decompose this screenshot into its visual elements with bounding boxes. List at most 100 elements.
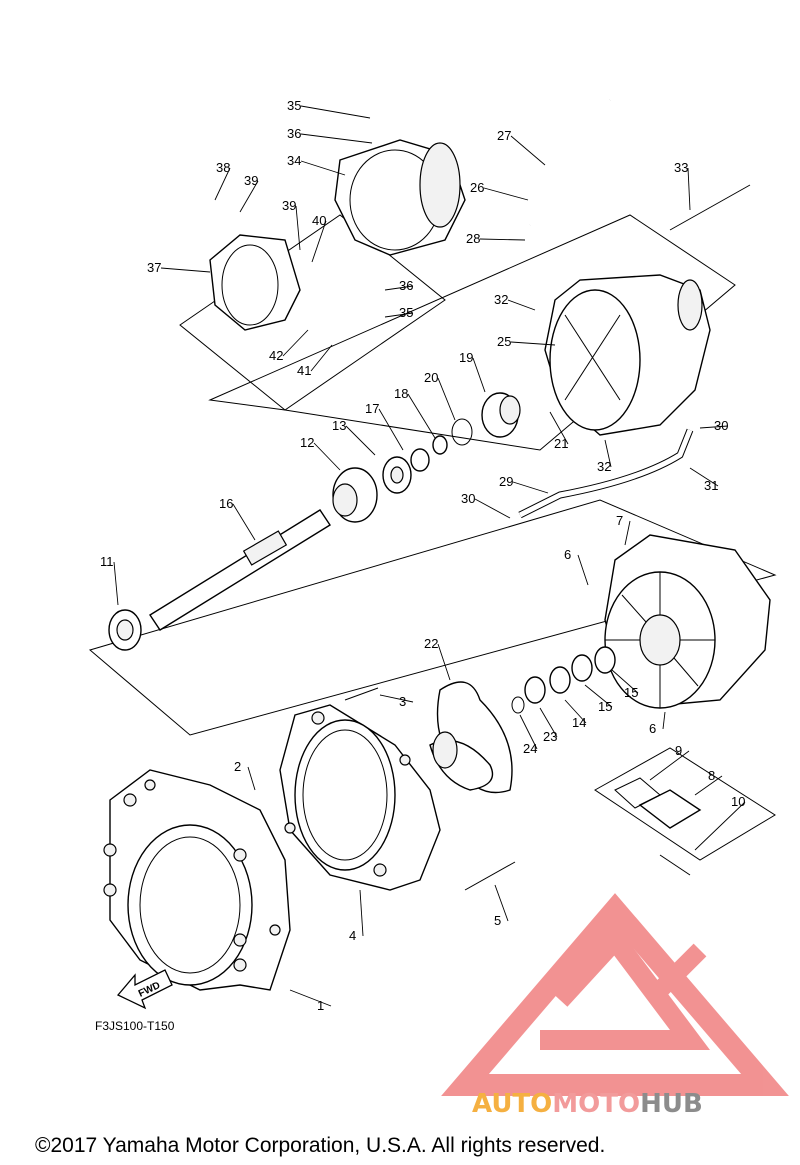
callout-number: 30 xyxy=(714,418,728,433)
callout-number: 20 xyxy=(424,370,438,385)
callout-number: 14 xyxy=(572,715,586,730)
part-impeller xyxy=(429,681,513,794)
callout-leader-line xyxy=(549,411,569,445)
callout-leader-line xyxy=(113,561,119,606)
part-bolt-3 xyxy=(344,687,379,701)
part-hose xyxy=(527,98,613,226)
callout-leader-line xyxy=(359,889,364,937)
part-jet-nozzle xyxy=(544,274,711,436)
callout-number: 7 xyxy=(616,513,623,528)
callout-number: 15 xyxy=(598,699,612,714)
part-seal-rings xyxy=(511,646,616,714)
callout-leader-line xyxy=(687,167,691,211)
part-nozzle-ring xyxy=(334,139,466,256)
part-drive-shaft xyxy=(149,509,331,631)
callout-leader-line xyxy=(160,267,211,273)
watermark-text: AUTOMOTOHUB xyxy=(472,1089,703,1119)
callout-leader-line xyxy=(584,684,613,708)
callout-leader-line xyxy=(289,989,332,1007)
callout-number: 19 xyxy=(459,350,473,365)
callout-leader-line xyxy=(384,285,414,291)
callout-number: 8 xyxy=(708,768,715,783)
callout-leader-line xyxy=(479,238,526,241)
callout-leader-line xyxy=(232,503,256,541)
callout-number: 6 xyxy=(649,721,656,736)
callout-number: 33 xyxy=(674,160,688,175)
drawing-code: F3JS100-T150 xyxy=(95,1019,175,1033)
part-rear-bracket xyxy=(209,234,301,331)
callout-leader-line xyxy=(649,750,690,781)
callout-leader-line xyxy=(483,187,529,201)
callout-number: 35 xyxy=(399,305,413,320)
callout-number: 39 xyxy=(282,198,296,213)
callout-number: 15 xyxy=(624,685,638,700)
callout-leader-line xyxy=(564,699,587,724)
callout-number: 17 xyxy=(365,401,379,416)
callout-leader-line xyxy=(295,205,301,251)
callout-leader-line xyxy=(300,105,371,119)
part-intake-housing xyxy=(103,769,291,991)
part-cap xyxy=(481,392,521,438)
callout-number: 6 xyxy=(564,547,571,562)
callout-leader-line xyxy=(510,341,556,346)
callout-number: 40 xyxy=(312,213,326,228)
part-hose-lower xyxy=(518,428,694,519)
callout-leader-line xyxy=(662,711,666,730)
callout-number: 27 xyxy=(497,128,511,143)
callout-number: 1 xyxy=(317,998,324,1013)
callout-number: 23 xyxy=(543,729,557,744)
callout-number: 31 xyxy=(704,478,718,493)
part-sleeve xyxy=(332,467,378,523)
callout-leader-line xyxy=(699,425,729,429)
callout-leader-line xyxy=(311,220,327,263)
part-cover xyxy=(614,777,702,829)
callout-number: 11 xyxy=(100,554,114,569)
callout-number: 35 xyxy=(287,98,301,113)
callout-labels: 3536343839394037363542412726283332251920… xyxy=(100,98,745,1013)
callout-leader-line xyxy=(384,312,414,318)
callout-number: 34 xyxy=(287,153,301,168)
callout-number: 2 xyxy=(234,759,241,774)
callout-leader-line xyxy=(507,299,536,311)
callout-number: 36 xyxy=(287,126,301,141)
callout-number: 3 xyxy=(399,694,406,709)
callout-number: 21 xyxy=(554,436,568,451)
callout-number: 16 xyxy=(219,496,233,511)
callout-leader-line xyxy=(604,439,612,468)
callout-leader-line xyxy=(519,714,538,750)
callout-number: 12 xyxy=(300,435,314,450)
callout-number: 9 xyxy=(675,743,682,758)
copyright-notice: ©2017 Yamaha Motor Corporation, U.S.A. A… xyxy=(35,1134,605,1157)
callout-number: 42 xyxy=(269,348,283,363)
part-long-bolt xyxy=(669,184,751,231)
callout-leader-line xyxy=(694,775,723,796)
callout-leader-line xyxy=(611,669,639,694)
callout-leader-line xyxy=(282,329,309,357)
callout-leader-line xyxy=(539,707,558,738)
callout-number: 28 xyxy=(466,231,480,246)
callout-leader-line xyxy=(214,167,231,201)
callout-leader-line xyxy=(310,344,333,372)
impeller-shaft-group-outline xyxy=(88,499,777,736)
callout-leader-line xyxy=(689,467,719,487)
callout-number: 32 xyxy=(494,292,508,307)
callout-number: 38 xyxy=(216,160,230,175)
automotohub-logo xyxy=(441,893,789,1096)
callout-number: 36 xyxy=(399,278,413,293)
callout-leader-line xyxy=(512,481,549,494)
callout-leader-line xyxy=(624,520,631,546)
callout-leader-line xyxy=(407,393,436,439)
callout-leader-line xyxy=(300,160,346,176)
part-impeller-housing xyxy=(279,704,441,891)
callout-number: 26 xyxy=(470,180,484,195)
cover-group-outline xyxy=(594,747,776,861)
callout-leader-line xyxy=(437,377,456,421)
callout-number: 29 xyxy=(499,474,513,489)
callout-leader-line xyxy=(345,425,376,456)
part-bearings-small xyxy=(382,418,473,494)
part-bearing xyxy=(108,609,142,651)
callout-leader-line xyxy=(494,884,509,922)
callout-leader-line xyxy=(379,694,414,703)
